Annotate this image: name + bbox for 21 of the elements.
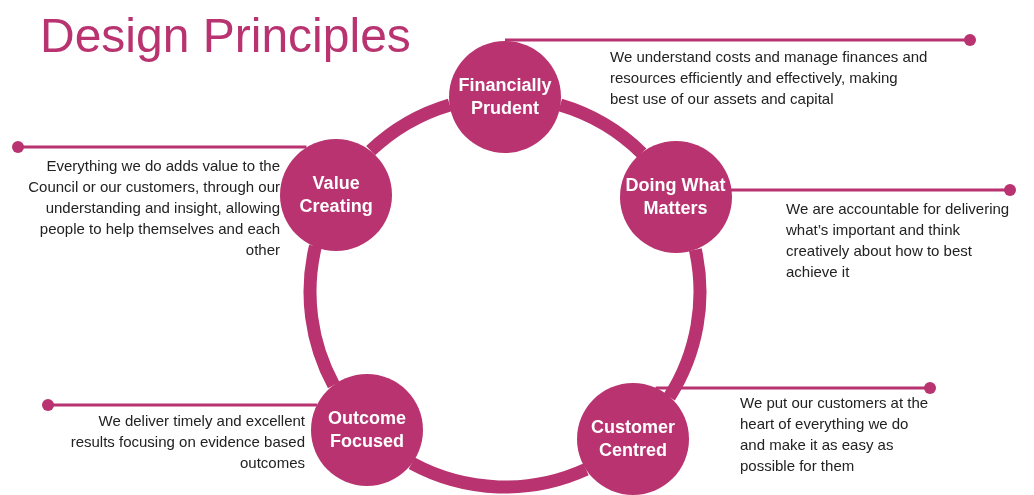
leader-line xyxy=(42,399,317,411)
title: Design Principles xyxy=(40,8,411,63)
principle-name: Value Creating xyxy=(298,171,374,218)
description-text: We are accountable for delivering what’s important and think creatively about how to best achieve it xyxy=(786,199,1011,282)
ring-arc xyxy=(663,248,707,401)
principle-name: Outcome Focused xyxy=(327,406,408,453)
description-text: We understand costs and manage finances and resources efficiently and effectively, making best use of our assets and capital xyxy=(610,47,929,109)
principle-name: Doing What Matters xyxy=(625,174,726,221)
leader-line xyxy=(731,184,1016,196)
ring-arc xyxy=(366,98,452,156)
description-text: Everything we do adds value to the Council or our customers, through our understanding and insight, allowing people to help themselves and each other xyxy=(27,156,280,260)
ring-arc xyxy=(303,245,340,388)
leader-line xyxy=(12,141,307,153)
leader-line xyxy=(505,34,976,46)
leader-line xyxy=(655,382,936,394)
description-text: We put our customers at the heart of everything we do and make it as easy as possible for them xyxy=(740,393,930,476)
principle-name: Financially Prudent xyxy=(457,74,553,120)
description-text: We deliver timely and excellent results focusing on evidence based outcomes xyxy=(69,411,305,473)
principle-name: Customer Centred xyxy=(589,416,676,463)
ring-arc xyxy=(558,98,647,158)
ring-arc xyxy=(409,457,589,494)
